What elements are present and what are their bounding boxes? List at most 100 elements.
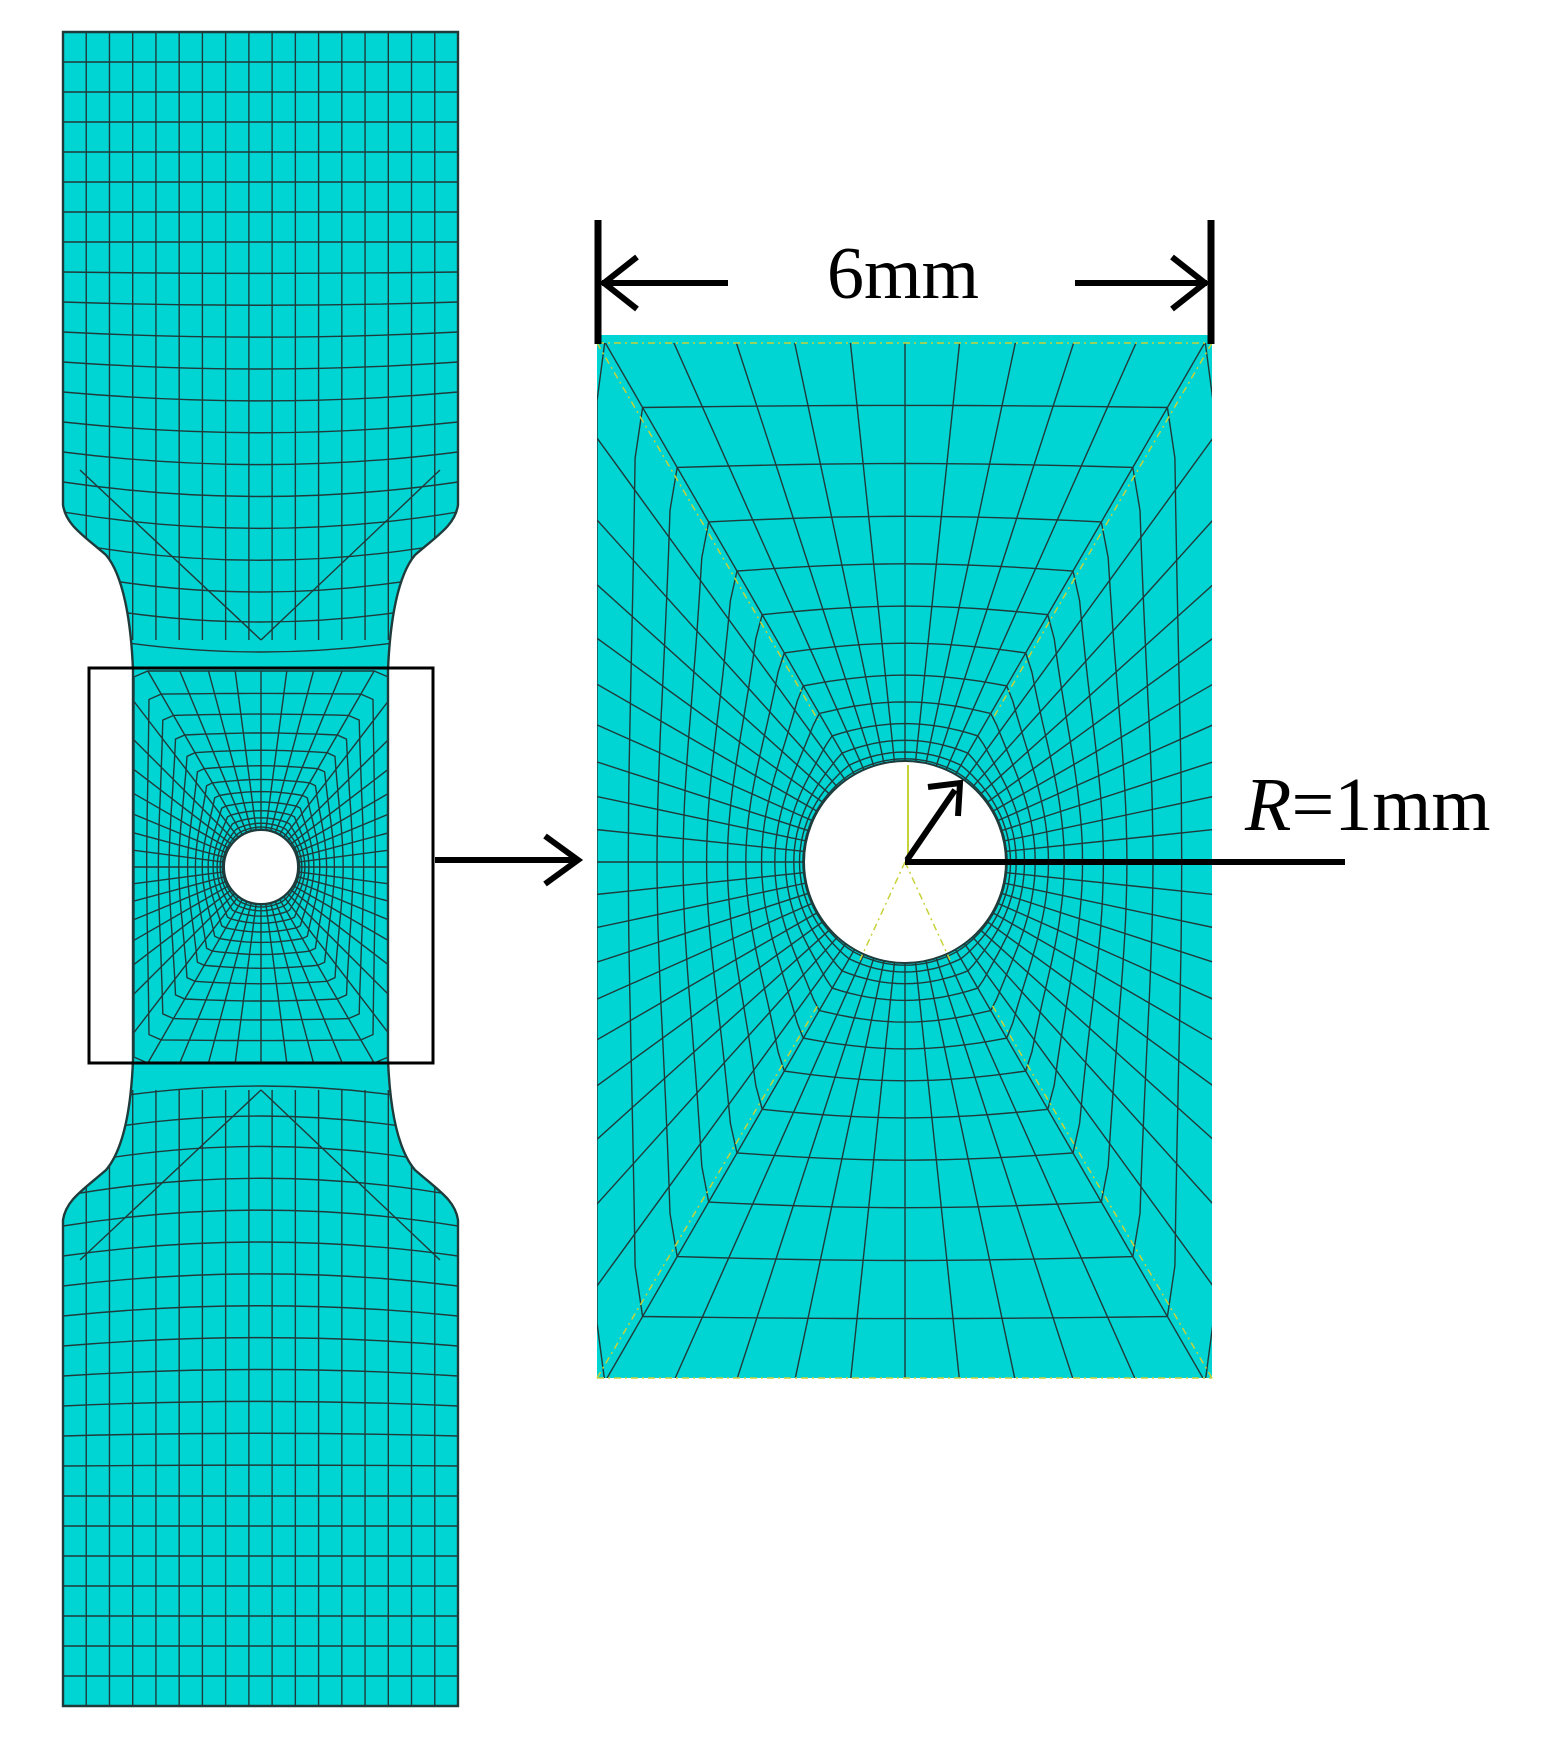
mesh-ray (269, 670, 315, 832)
mesh-ray (1000, 892, 1212, 963)
radius-annotation: R=1mm (904, 763, 1491, 865)
radius-label: R=1mm (1244, 763, 1491, 847)
mesh-ray (674, 953, 865, 1378)
mesh-ray (133, 832, 226, 859)
mesh-ray (597, 795, 807, 842)
mesh-ray (294, 813, 389, 854)
mesh-ray (133, 813, 228, 854)
mesh-ray (597, 892, 810, 963)
zoom-region-box (87, 666, 435, 1065)
specimen-outline (61, 30, 460, 1708)
mesh-ray (604, 343, 856, 775)
mesh-ray (850, 962, 896, 1378)
mesh-ray (297, 849, 389, 863)
mesh-ray (269, 902, 315, 1064)
mesh-ray (914, 962, 960, 1378)
mesh-ray (597, 882, 807, 929)
mesh-ray (954, 949, 1204, 1378)
mesh-row-line (63, 271, 458, 275)
mesh-ray (1003, 882, 1212, 928)
mesh-ray (274, 670, 343, 834)
mesh-ray (986, 920, 1212, 1086)
mesh-row-line (63, 391, 458, 402)
mesh-row-line (63, 1177, 458, 1197)
mesh-line (260, 469, 441, 641)
mesh-ray (992, 911, 1212, 1041)
mesh-ray (133, 768, 233, 846)
mesh-ray (914, 343, 961, 762)
mesh-ray (278, 670, 375, 836)
mesh-ray (935, 957, 1074, 1378)
mesh-ray (972, 936, 1212, 1205)
mesh-row-line (63, 481, 458, 498)
mesh-ray (954, 343, 1206, 775)
mesh-row-line (63, 1368, 458, 1377)
mesh-ray (286, 892, 389, 995)
mesh-ray (1005, 829, 1212, 853)
mesh-ray (597, 519, 838, 788)
mesh-row-line (63, 1400, 458, 1407)
hole-center-guides (859, 765, 951, 961)
mesh-ray (234, 670, 257, 831)
mesh-ray (133, 888, 233, 966)
mesh-ray (289, 888, 389, 966)
mesh-ray (963, 438, 1212, 781)
mesh-ray (597, 929, 831, 1140)
mesh-ray (179, 670, 248, 834)
mesh-ray (147, 898, 244, 1064)
mesh-ray (292, 793, 389, 850)
mesh-ray (289, 768, 389, 846)
mesh-row-line (63, 451, 458, 466)
mesh-ray (179, 900, 248, 1064)
mesh-ray (278, 898, 375, 1064)
mesh-ray (294, 880, 389, 921)
mesh-ray (597, 584, 831, 795)
mesh-ray (996, 902, 1212, 1000)
mesh-ray (282, 895, 389, 1033)
mesh-ray (296, 875, 389, 902)
mesh-ray (597, 911, 818, 1041)
mesh-ray (207, 902, 253, 1064)
mesh-ray (925, 960, 1016, 1378)
mesh-row-line (63, 1145, 458, 1167)
zoomed-mesh (596, 335, 1213, 1379)
mesh-line (260, 1089, 441, 1261)
zoomed-mesh-lines (597, 343, 1212, 1378)
partition-guides (596, 342, 1213, 1379)
partition-guide (991, 342, 1213, 721)
mesh-ray (133, 793, 230, 850)
mesh-ray (1003, 796, 1212, 842)
mesh-ray (597, 871, 805, 896)
mesh-row-line (63, 301, 458, 306)
mesh-ray (286, 739, 389, 842)
mesh-ray (945, 343, 1137, 771)
mesh-ray (793, 343, 885, 764)
partition-guide (991, 1004, 1213, 1379)
mesh-ray (133, 871, 225, 885)
radius-value: =1mm (1291, 763, 1490, 847)
mesh-ray (606, 949, 856, 1378)
mesh-row-line (63, 421, 458, 434)
mesh-ray (736, 957, 875, 1378)
mesh-row-line (63, 1305, 458, 1317)
mesh-ray (282, 701, 389, 839)
mesh-ray (992, 683, 1212, 813)
mesh-ray (972, 519, 1212, 788)
mesh-ray (133, 849, 225, 863)
mesh-row-line (63, 331, 458, 338)
width-label: 6mm (827, 233, 979, 315)
mesh-ray (597, 936, 838, 1205)
mesh-ray (597, 724, 814, 822)
specimen-mesh (61, 30, 460, 1708)
mesh-ray (296, 832, 389, 859)
mesh-row-line (63, 1432, 458, 1437)
mesh-ray (597, 683, 818, 813)
mesh-ray (735, 343, 875, 767)
mesh-ray (133, 875, 226, 902)
mesh-row-line (63, 1336, 458, 1347)
mesh-row-line (63, 1273, 458, 1287)
mesh-ray (979, 929, 1212, 1140)
radius-arrowhead (927, 779, 964, 817)
mesh-ray (234, 903, 257, 1064)
